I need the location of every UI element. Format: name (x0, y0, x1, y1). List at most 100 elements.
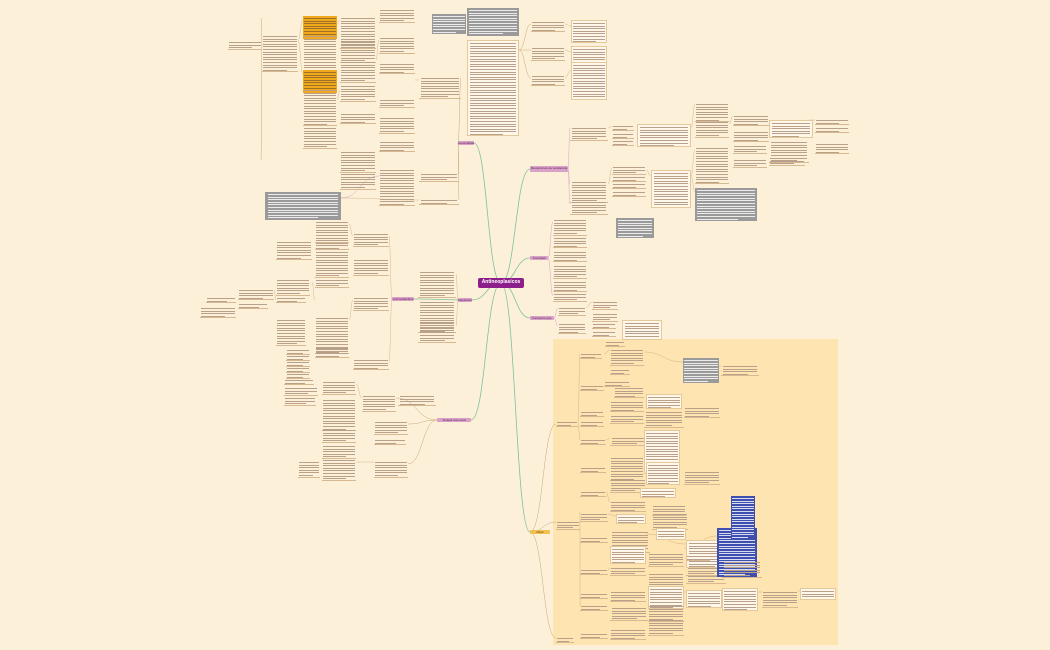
topic-node[interactable] (286, 372, 310, 380)
topic-node[interactable] (610, 414, 644, 424)
topic-node[interactable] (612, 124, 634, 132)
topic-node[interactable] (610, 590, 646, 603)
note-note[interactable] (571, 20, 607, 43)
topic-node[interactable] (322, 444, 356, 459)
topic-node[interactable] (398, 394, 436, 407)
topic-node[interactable] (592, 322, 616, 330)
topic-node[interactable] (592, 300, 618, 310)
topic-node[interactable] (353, 296, 389, 311)
topic-node[interactable] (206, 296, 236, 304)
topic-node[interactable] (695, 102, 729, 123)
topic-node[interactable] (580, 352, 602, 360)
topic-node[interactable] (733, 158, 767, 168)
topic-node[interactable] (556, 636, 574, 644)
topic-node[interactable] (419, 172, 459, 182)
topic-node[interactable] (531, 20, 565, 33)
topic-node[interactable] (733, 144, 767, 154)
topic-node[interactable] (580, 592, 608, 600)
topic-node[interactable] (722, 560, 762, 578)
topic-node[interactable] (353, 258, 389, 276)
topic-node[interactable] (610, 606, 648, 621)
topic-node[interactable] (580, 604, 608, 612)
topic-node[interactable] (815, 142, 849, 155)
topic-node[interactable] (340, 60, 376, 83)
note-note[interactable] (646, 394, 682, 409)
topic-node[interactable] (695, 146, 729, 185)
topic-node[interactable] (315, 346, 349, 359)
topic-node[interactable] (580, 466, 606, 474)
topic-node[interactable] (418, 320, 456, 343)
topic-node[interactable] (686, 574, 726, 584)
topic-node[interactable] (610, 368, 630, 376)
branch-b4[interactable]: Alquilantes (458, 298, 472, 302)
topic-node[interactable] (322, 398, 356, 432)
topic-node[interactable] (379, 140, 415, 153)
topic-node[interactable] (815, 126, 849, 134)
topic-node[interactable] (580, 568, 608, 576)
topic-node[interactable] (604, 380, 630, 388)
topic-node[interactable] (379, 36, 415, 54)
topic-node[interactable] (228, 40, 262, 50)
topic-node[interactable] (340, 172, 376, 190)
topic-node[interactable] (284, 396, 316, 406)
topic-node[interactable] (556, 420, 578, 428)
topic-node[interactable] (353, 358, 389, 371)
branch-b2[interactable]: Mecanismos de resistencia (530, 166, 568, 172)
topic-node[interactable] (284, 386, 318, 396)
topic-node[interactable] (238, 288, 274, 301)
topic-node[interactable] (553, 292, 587, 302)
topic-node[interactable] (553, 264, 587, 279)
topic-node[interactable] (695, 120, 729, 138)
note-note[interactable] (648, 586, 684, 609)
topic-node[interactable] (605, 340, 625, 348)
topic-node[interactable] (648, 552, 684, 567)
topic-node[interactable] (340, 112, 376, 125)
topic-node[interactable] (610, 456, 644, 482)
topic-node[interactable] (553, 280, 587, 293)
branch-b1[interactable]: Generalidades (458, 141, 474, 145)
topic-node[interactable] (556, 520, 580, 530)
note-note[interactable] (686, 590, 722, 608)
topic-node[interactable] (580, 512, 608, 522)
topic-node[interactable] (303, 126, 337, 149)
topic-node[interactable] (276, 296, 306, 304)
gray-note[interactable] (467, 8, 519, 36)
topic-node[interactable] (553, 236, 587, 249)
note-note[interactable] (646, 462, 680, 485)
topic-node[interactable] (769, 140, 809, 163)
gray-note[interactable] (432, 14, 466, 35)
topic-node[interactable] (610, 566, 646, 576)
topic-node[interactable] (379, 62, 415, 75)
topic-node[interactable] (315, 316, 349, 355)
topic-node[interactable] (610, 348, 644, 366)
topic-node[interactable] (276, 278, 310, 296)
topic-node[interactable] (686, 554, 710, 562)
note-note[interactable] (651, 170, 691, 209)
gray-note[interactable] (616, 218, 654, 239)
gray-note[interactable] (695, 188, 757, 222)
note-note[interactable] (610, 546, 646, 564)
note-note[interactable] (637, 124, 691, 147)
topic-node[interactable] (374, 460, 408, 478)
topic-node[interactable] (733, 114, 769, 127)
topic-node[interactable] (286, 360, 310, 368)
topic-node[interactable] (610, 500, 646, 513)
topic-node[interactable] (610, 436, 648, 446)
topic-node[interactable] (276, 318, 306, 346)
topic-node[interactable] (684, 406, 720, 419)
topic-node[interactable] (284, 378, 314, 386)
note-note[interactable] (800, 588, 836, 601)
topic-node[interactable] (379, 116, 415, 134)
topic-node[interactable] (531, 46, 565, 61)
topic-node[interactable] (379, 98, 415, 108)
topic-node[interactable] (580, 632, 608, 640)
topic-node[interactable] (686, 566, 726, 576)
topic-node[interactable] (580, 438, 606, 446)
topic-node[interactable] (592, 312, 618, 322)
topic-node[interactable] (238, 302, 268, 310)
branch-b6[interactable]: Farmacos que actuan sobre tubulina (530, 316, 554, 320)
topic-node[interactable] (419, 76, 461, 99)
topic-node[interactable] (644, 410, 684, 428)
topic-node[interactable] (276, 240, 312, 261)
